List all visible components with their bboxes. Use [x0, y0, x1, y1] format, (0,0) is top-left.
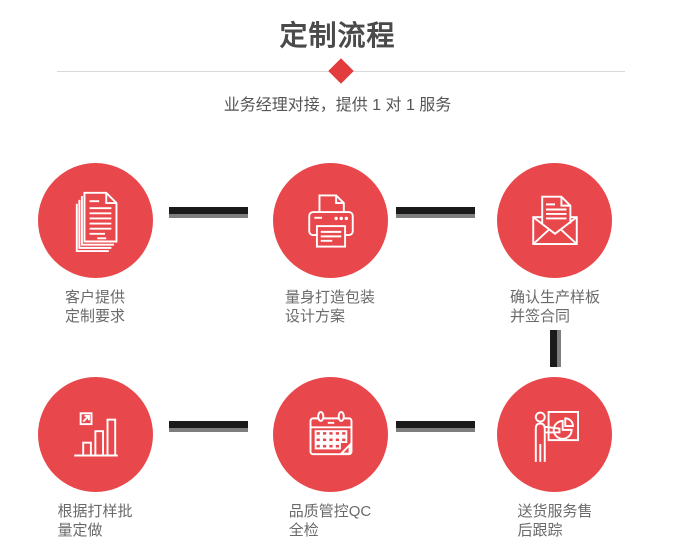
- step-label-line: 设计方案: [284, 308, 345, 325]
- step-label: 客户提供定制要求: [10, 288, 180, 326]
- step-label: 量身打造包装设计方案: [245, 288, 415, 326]
- connector-bar-vertical: [550, 330, 561, 367]
- step-label-line: 根据打样批: [57, 503, 133, 520]
- step-circle: [38, 377, 153, 492]
- step-label-line: 并签合同: [509, 308, 570, 325]
- bar-chart-icon: [73, 411, 118, 456]
- step-label-line: 量身打造包装: [284, 289, 375, 306]
- step-label: 确认生产样板并签合同: [470, 288, 640, 326]
- step-label-line: 全检: [288, 522, 319, 539]
- connector-bar: [169, 421, 248, 432]
- step-label: 送货服务售后跟踪: [470, 502, 640, 540]
- step-circle: [497, 163, 612, 278]
- step-label-line: 后跟踪: [517, 522, 563, 539]
- step-label-line: 客户提供: [64, 289, 125, 306]
- step-circle: [273, 377, 388, 492]
- subtitle: 业务经理对接，提供 1 对 1 服务: [223, 97, 452, 114]
- connector-bar: [169, 207, 248, 218]
- connector-bar: [396, 207, 475, 218]
- step-label-line: 量定做: [57, 522, 103, 539]
- presentation-icon: [534, 410, 579, 462]
- step-label: 品质管控QC 全检: [245, 502, 415, 540]
- envelope-icon: [531, 195, 578, 245]
- connector-bar: [396, 421, 475, 432]
- step-label-line: 品质管控QC: [288, 503, 372, 520]
- step-label-line: 送货服务售: [517, 503, 593, 520]
- calendar-icon: [309, 410, 352, 455]
- documents-icon: [75, 191, 117, 252]
- step-label-line: 定制要求: [64, 308, 125, 325]
- page-title: 定制流程: [279, 20, 396, 51]
- step-circle: [38, 163, 153, 278]
- step-circle: [273, 163, 388, 278]
- step-label: 根据打样批量定做: [10, 502, 180, 540]
- step-label-line: 确认生产样板: [509, 289, 600, 306]
- printer-icon: [307, 193, 354, 248]
- step-circle: [497, 377, 612, 492]
- diamond-icon: [328, 58, 354, 84]
